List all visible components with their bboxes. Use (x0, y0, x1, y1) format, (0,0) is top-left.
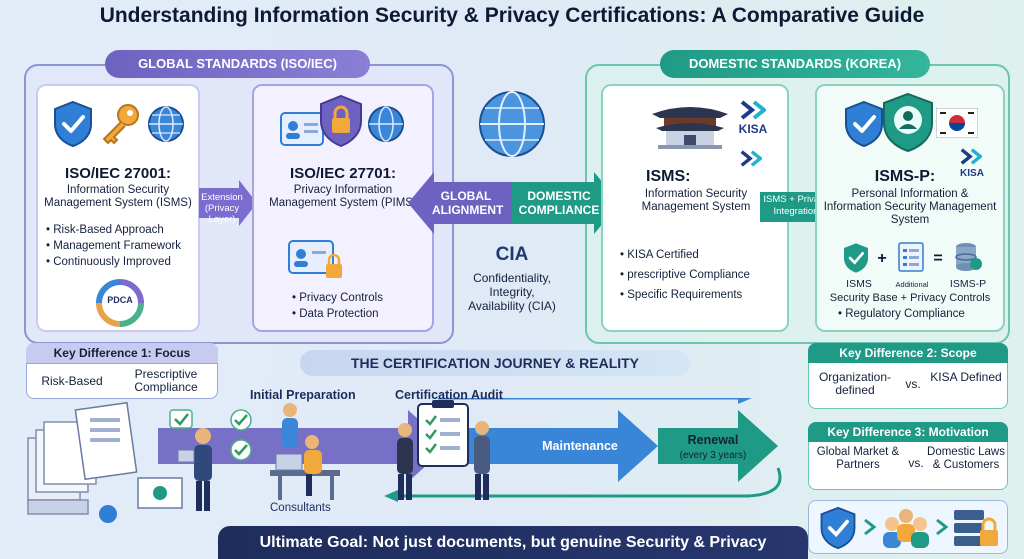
ismsp-subtitle: Personal Information & Information Secur… (823, 188, 997, 226)
plus-sign: + (877, 250, 887, 267)
chevron-right-icon (864, 518, 877, 536)
extension-label: Extension (Privacy Layer) (201, 192, 243, 225)
ismsp-bullets: Regulatory Compliance (838, 306, 998, 322)
list-item: Data Protection (292, 306, 432, 322)
list-item: Risk-Based Approach (46, 222, 200, 238)
key-icon (102, 104, 139, 145)
globe-icon (368, 106, 404, 142)
global-alignment-arrow (408, 172, 514, 234)
cia-title: CIA (495, 244, 529, 265)
korea-flag-icon (936, 108, 978, 138)
extension-arrow (199, 180, 257, 226)
pdca-label: PDCA (107, 295, 133, 305)
eq-isms-label: ISMS (846, 278, 872, 290)
page-title: Understanding Information Security & Pri… (99, 4, 925, 27)
kisa-label: KISA (738, 122, 768, 136)
renewal-label: Renewal (687, 433, 739, 447)
journey-banner (300, 350, 690, 376)
korean-palace-icon (652, 107, 728, 149)
iso27701-subtitle: Privacy Information Management System (P… (269, 184, 417, 209)
initial-preparation-label: Initial Preparation (250, 388, 356, 402)
global-alignment-label: GLOBAL ALIGNMENT (432, 189, 504, 217)
database-icon (955, 243, 982, 271)
pdca-cycle-icon (96, 279, 144, 327)
domestic-compliance-label: DOMESTIC COMPLIANCE (518, 189, 600, 217)
shield-user-icon (883, 92, 933, 153)
shield-check-icon (845, 100, 883, 148)
motivation-right: Domestic Laws & Customers (927, 446, 1005, 471)
list-item: KISA Certified (620, 245, 786, 265)
list-item: Specific Requirements (620, 285, 786, 305)
kisa-label: KISA (960, 168, 984, 179)
journey-title: THE CERTIFICATION JOURNEY & REALITY (350, 355, 640, 371)
iso27701-bullets: Privacy Controls Data Protection (292, 290, 432, 322)
global-standards-header: GLOBAL STANDARDS (ISO/IEC) (105, 50, 370, 78)
shield-check-icon (844, 243, 868, 273)
cia-text: Confidentiality, Integrity, Availability… (468, 271, 556, 313)
certification-audit-label: Certification Audit (395, 388, 503, 402)
shield-lock-icon (320, 94, 362, 148)
focus-right: Prescriptive Compliance (134, 367, 198, 394)
document-stack-icon (27, 401, 183, 523)
eq-ismsp-label: ISMS-P (949, 278, 987, 290)
eq-additional-label: Additional (895, 280, 929, 289)
isms-subtitle: Information Security Management System (641, 188, 751, 213)
ultimate-goal-banner: Ultimate Goal: Not just documents, but g… (218, 526, 808, 559)
list-item: Continuously Improved (46, 254, 200, 270)
eq-caption: Security Base + Privacy Controls (829, 292, 991, 304)
list-item: Regulatory Compliance (838, 306, 998, 322)
key-difference-motivation-title: Key Difference 3: Motivation (808, 422, 1008, 442)
shield-check-icon (820, 506, 856, 550)
scope-left: Organization-defined (818, 370, 892, 397)
key-difference-scope-title: Key Difference 2: Scope (808, 343, 1008, 363)
scope-right: KISA Defined (930, 370, 1002, 384)
document-icon (898, 242, 924, 272)
certification-journey-illustration (27, 398, 782, 523)
iso27001-subtitle: Information Security Management System (… (44, 184, 192, 209)
consultants-label: Consultants (270, 502, 331, 514)
maintenance-label: Maintenance (542, 439, 618, 453)
key-difference-focus-title: Key Difference 1: Focus (26, 343, 218, 364)
kisa-logo-icon (960, 148, 982, 165)
motivation-left: Global Market & Partners (816, 446, 900, 471)
list-item: Management Framework (46, 238, 200, 254)
motivation-vs: vs. (908, 456, 924, 470)
globe-icon (148, 106, 184, 142)
alignment-globe-icon (479, 91, 545, 157)
kisa-logo-icon (740, 100, 766, 120)
iso27001-title: ISO/IEC 27001: (65, 165, 171, 182)
shield-check-icon (54, 100, 92, 148)
domestic-compliance-arrow (512, 172, 620, 234)
domestic-standards-header: DOMESTIC STANDARDS (KOREA) (660, 50, 930, 78)
isms-title: ISMS: (646, 168, 691, 185)
list-item: Privacy Controls (292, 290, 432, 306)
list-item: prescriptive Compliance (620, 265, 786, 285)
equals-sign: = (933, 250, 943, 267)
id-card-lock-icon (288, 240, 342, 278)
isms-bullets: KISA Certified prescriptive Compliance S… (620, 245, 786, 305)
iso27701-title: ISO/IEC 27701: (290, 165, 396, 182)
server-lock-icon (954, 510, 998, 546)
people-icon (883, 509, 929, 548)
renewal-period: (every 3 years) (679, 450, 747, 461)
isms-privacy-integration-label: ISMS + Privacy Integration (763, 194, 829, 217)
ismsp-title: ISMS-P: (874, 168, 936, 185)
kisa-logo-icon (740, 150, 762, 167)
chevron-right-icon (936, 518, 949, 536)
iso27001-bullets: Risk-Based Approach Management Framework… (46, 222, 200, 270)
focus-left: Risk-Based (41, 374, 103, 388)
id-card-icon (280, 112, 324, 146)
scope-vs: vs. (905, 377, 921, 391)
